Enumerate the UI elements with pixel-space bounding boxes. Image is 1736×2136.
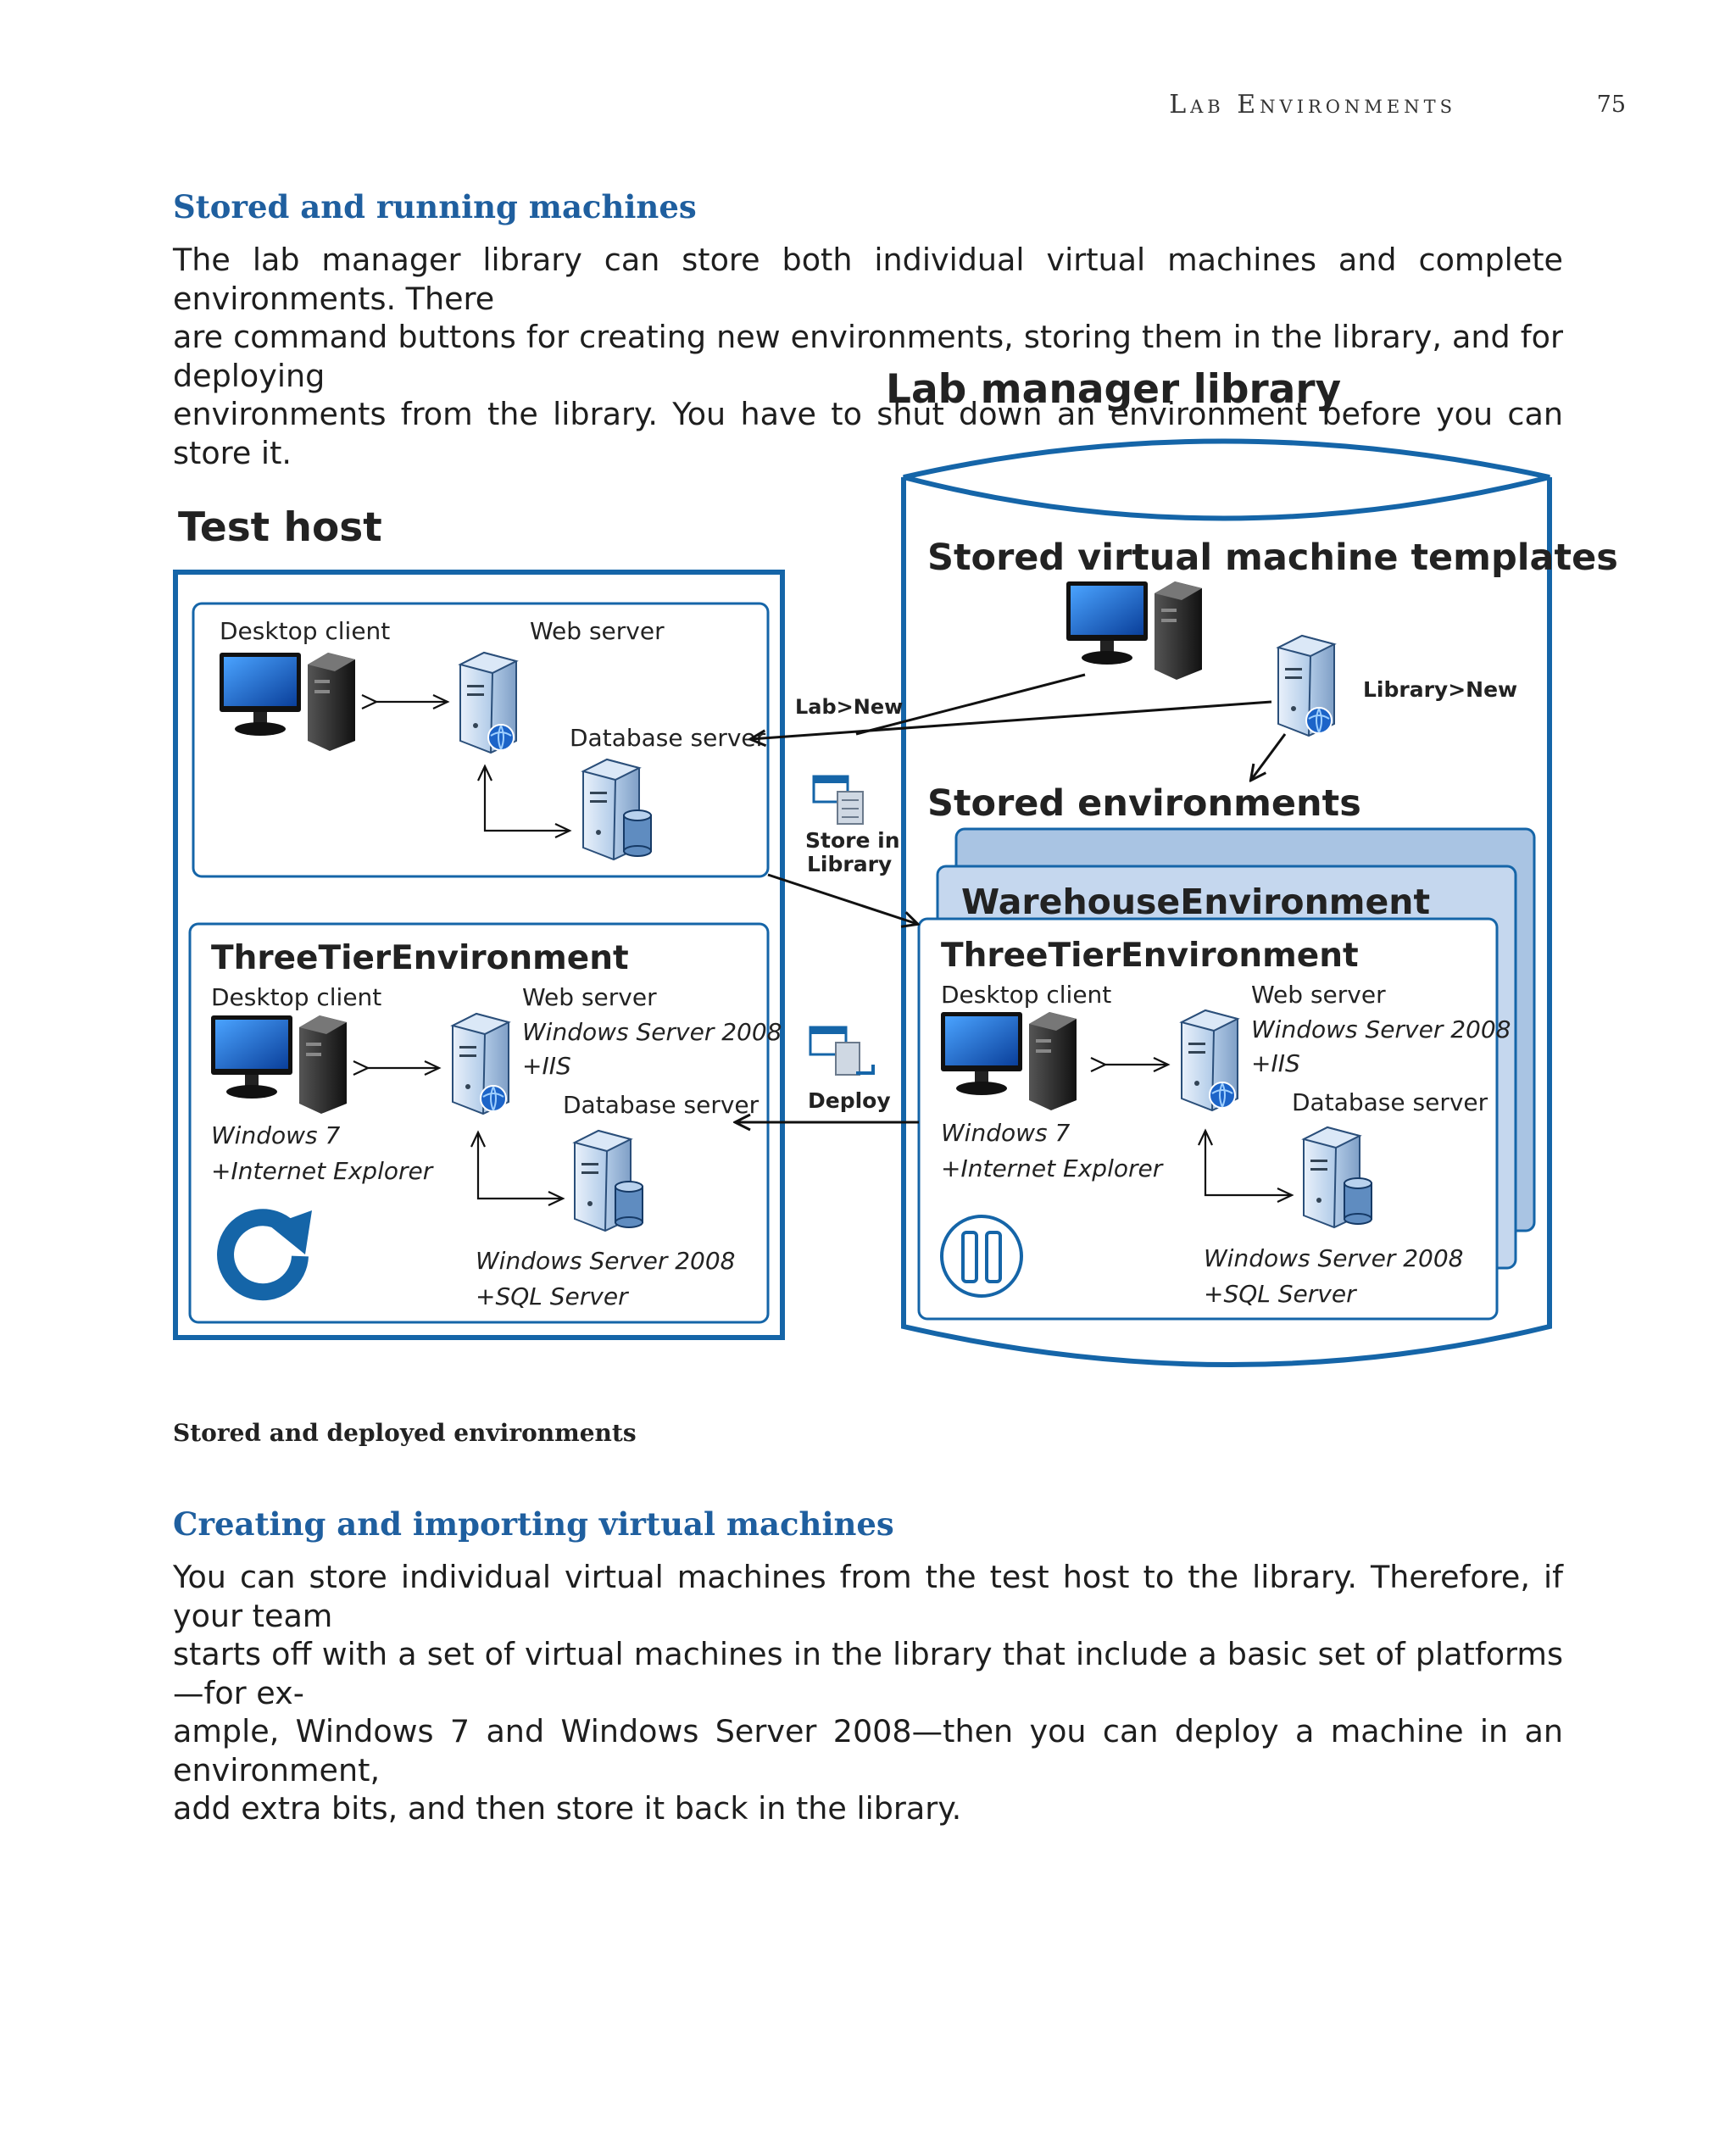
- host-desktop-client-label: Desktop client: [220, 617, 390, 645]
- warehouse-env-label: WarehouseEnvironment: [961, 882, 1430, 922]
- stored-desktop-client-label: Desktop client: [941, 981, 1111, 1009]
- page-number: 75: [1596, 92, 1626, 118]
- stored-env-arrows: [1090, 1057, 1294, 1203]
- paragraph-line: environments from the library. You have …: [173, 396, 1563, 471]
- deploy-command[interactable]: Deploy: [808, 1088, 891, 1113]
- host-webserver-icon[interactable]: [460, 653, 516, 753]
- stored-webserver-icon: [1182, 1010, 1238, 1110]
- stored-client-addon: +Internet Explorer: [941, 1154, 1164, 1182]
- stored-client-os: Windows 7: [941, 1119, 1071, 1147]
- paragraph-creating-importing: You can store individual virtual machine…: [173, 1558, 1563, 1828]
- library-new-command[interactable]: Library>New: [1363, 677, 1517, 702]
- paragraph-line: add extra bits, and then store it back i…: [173, 1790, 962, 1827]
- template-webserver-icon: [1278, 636, 1334, 736]
- template-desktop-icon: [1066, 581, 1202, 680]
- running-head-title: Lab Environments: [1169, 90, 1456, 120]
- pause-icon: [940, 1215, 1023, 1298]
- templates-heading: Stored virtual machine templates: [927, 537, 1618, 579]
- figure-caption: Stored and deployed environments: [173, 1419, 637, 1447]
- store-command-line2[interactable]: Library: [807, 852, 892, 876]
- host-env-webserver-icon: [453, 1014, 509, 1114]
- stored-web-os: Windows Server 2008: [1251, 1015, 1511, 1043]
- stored-db-addon: +SQL Server: [1204, 1280, 1357, 1308]
- deploy-icon[interactable]: [809, 1026, 875, 1076]
- test-host-box: [173, 570, 785, 1340]
- running-refresh-icon: [217, 1209, 312, 1301]
- host-env-client-addon: +Internet Explorer: [211, 1157, 434, 1185]
- paragraph-line: starts off with a set of virtual machine…: [173, 1636, 1563, 1711]
- host-env-name: ThreeTierEnvironment: [211, 939, 629, 977]
- host-top-arrows: [361, 694, 572, 838]
- host-env-database-server-label: Database server: [563, 1091, 760, 1119]
- paragraph-stored-running: The lab manager library can store both i…: [173, 241, 1563, 472]
- store-in-library-icon[interactable]: [812, 775, 864, 825]
- host-env-arrows: [353, 1060, 565, 1206]
- host-env-web-os: Windows Server 2008: [522, 1018, 782, 1046]
- store-arrow: [767, 873, 917, 924]
- library-cylinder: [901, 438, 1552, 1367]
- paragraph-line: The lab manager library can store both i…: [173, 242, 1563, 317]
- host-env-desktop-client-label: Desktop client: [211, 983, 381, 1011]
- stored-db-os: Windows Server 2008: [1204, 1244, 1463, 1272]
- test-host-title: Test host: [178, 504, 382, 551]
- paragraph-line: You can store individual virtual machine…: [173, 1559, 1563, 1634]
- host-database-server-label: Database server: [570, 724, 766, 752]
- host-env-db-addon: +SQL Server: [476, 1282, 629, 1310]
- lab-environments-diagram: Lab manager library Stored virtual machi…: [173, 366, 1618, 1367]
- lab-new-arrows: [751, 673, 1287, 780]
- lab-new-command[interactable]: Lab>New: [795, 695, 903, 719]
- host-env-web-server-label: Web server: [522, 983, 657, 1011]
- running-head: Lab Environments 75: [0, 90, 1736, 124]
- stored-web-server-label: Web server: [1251, 981, 1386, 1009]
- paragraph-line: ample, Windows 7 and Windows Server 2008…: [173, 1713, 1563, 1788]
- host-env-web-addon: +IIS: [522, 1052, 571, 1080]
- store-command-line1[interactable]: Store in: [805, 828, 900, 853]
- host-web-server-label: Web server: [530, 617, 665, 645]
- section-heading-stored-running: Stored and running machines: [173, 188, 697, 225]
- section-heading-creating-importing: Creating and importing virtual machines: [173, 1505, 894, 1543]
- host-env-client-os: Windows 7: [211, 1121, 341, 1149]
- environments-heading: Stored environments: [927, 782, 1361, 825]
- stored-database-server-label: Database server: [1292, 1088, 1488, 1116]
- host-env-db-os: Windows Server 2008: [476, 1247, 735, 1275]
- stored-web-addon: +IIS: [1251, 1049, 1300, 1077]
- library-title: Lab manager library: [886, 366, 1341, 413]
- stored-env-name: ThreeTierEnvironment: [941, 937, 1359, 975]
- paragraph-line: are command buttons for creating new env…: [173, 319, 1563, 394]
